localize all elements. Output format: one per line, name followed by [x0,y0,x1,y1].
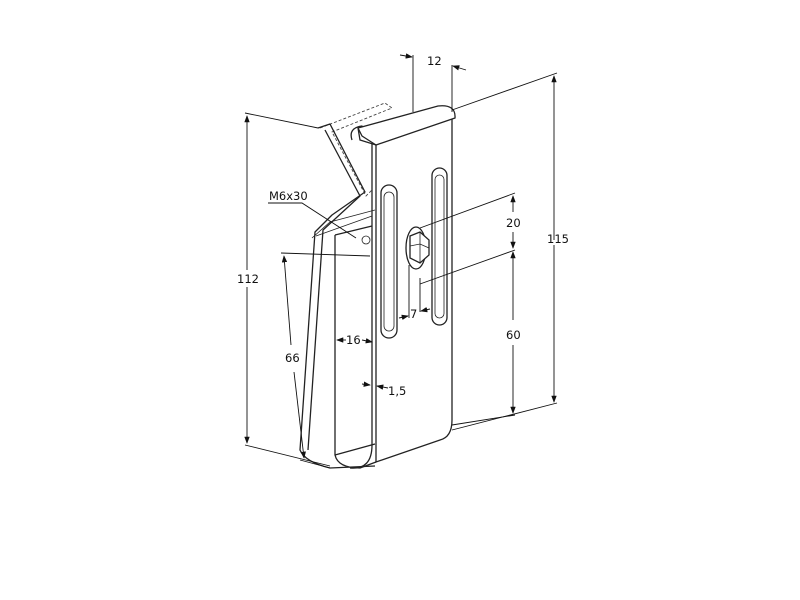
dim-112-label: 112 [237,272,259,286]
dim-60-label: 60 [506,328,521,342]
dim-20-label: 20 [506,216,521,230]
dim-7: 7 [398,265,431,321]
nut-icon [361,235,371,245]
dim-12-label: 12 [427,54,442,68]
clip-body [334,105,456,469]
bolt-callout: M6x30 [268,189,357,239]
dim-115: 115 [451,72,569,431]
dim-115-label: 115 [547,232,569,246]
bolt-hex-head [361,226,430,270]
slot-left [380,184,398,339]
dim-112: 112 [237,112,331,467]
dim-1-5: 1,5 [361,381,406,398]
dim-12: 12 [399,53,467,112]
dim-1-5-label: 1,5 [388,384,406,398]
dim-16: 16 [336,333,373,347]
dim-16-label: 16 [346,333,361,347]
dim-66: 66 [280,252,371,469]
slot-right [431,167,448,326]
dim-7-label: 7 [410,307,417,321]
dim-66-label: 66 [285,351,300,365]
dim-20-60: 20 60 [419,192,521,426]
bolt-callout-label: M6x30 [269,189,308,203]
